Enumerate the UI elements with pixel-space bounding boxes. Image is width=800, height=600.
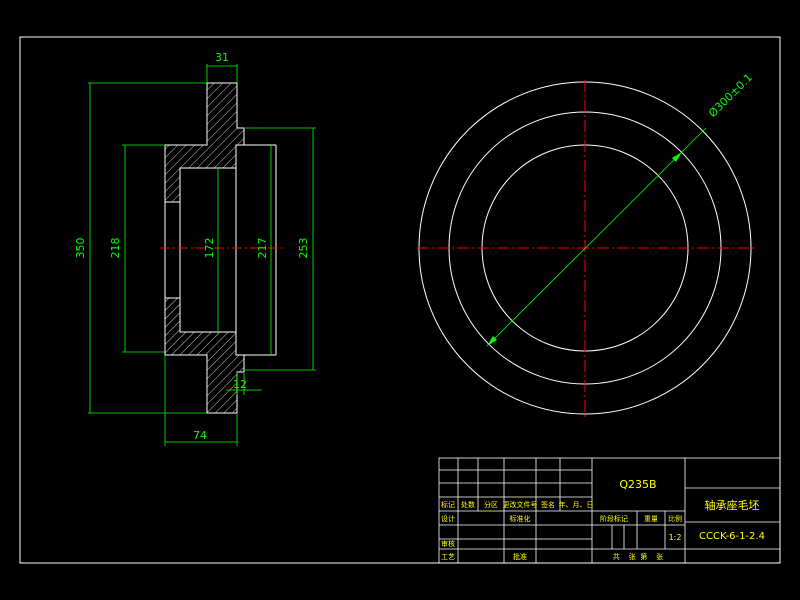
rev-header-1: 处数: [461, 500, 475, 509]
rev-header-5: 年、月、日: [559, 500, 594, 509]
rev-header-4: 签名: [541, 500, 555, 509]
section-view: 350 218 172 217 253 31 12 74: [74, 51, 316, 446]
process-label: 工艺: [441, 553, 455, 561]
drawing-frame: [19, 36, 781, 564]
stage-mark-label: 阶段标记: [600, 514, 628, 523]
material-label: Q235B: [619, 478, 656, 491]
part-name: 轴承座毛坯: [705, 498, 760, 512]
dim-218: 218: [109, 238, 122, 259]
dim-31: 31: [215, 51, 229, 64]
dim-253: 253: [297, 238, 310, 259]
dim-12: 12: [233, 378, 247, 391]
diameter-dimension-line: [486, 127, 707, 347]
weight-label: 重量: [644, 515, 658, 523]
dim-217: 217: [256, 238, 269, 259]
end-view: Ø300±0.1: [417, 71, 755, 418]
rev-header-2: 分区: [484, 500, 498, 509]
dim-350: 350: [74, 238, 87, 259]
title-block: [438, 457, 781, 564]
title-block-text: Q235B 轴承座毛坯 CCCK-6-1-2.4 1:2 标记 处数 分区 更改…: [441, 478, 765, 561]
dim-172: 172: [203, 238, 216, 259]
scale-label: 比例: [668, 514, 682, 523]
sheets-label: 共 张 第 张: [613, 552, 663, 561]
dim-74: 74: [193, 429, 207, 442]
standardize-label: 标准化: [510, 514, 531, 523]
drawing-number: CCCK-6-1-2.4: [699, 531, 765, 542]
review-label: 审核: [441, 539, 455, 548]
design-label: 设计: [441, 514, 455, 523]
rev-header-0: 标记: [441, 500, 455, 509]
dim-diameter-300: Ø300±0.1: [706, 71, 755, 120]
approve-label: 批准: [513, 552, 527, 561]
rev-header-3: 更改文件号: [503, 500, 538, 509]
scale-value: 1:2: [669, 533, 682, 542]
